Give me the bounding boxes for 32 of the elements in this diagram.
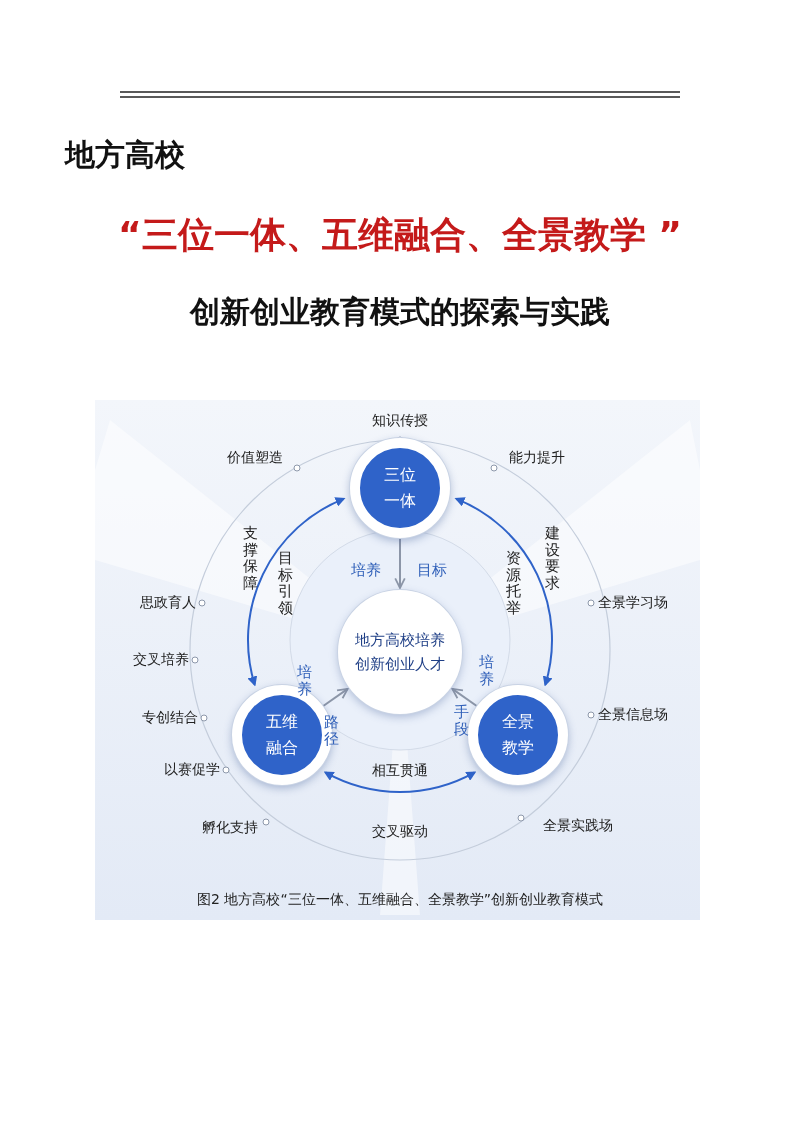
arrow-label: 目标 [417,560,447,580]
arc-label: 支撑保障 [242,525,258,591]
heading-text: 地方高校 [65,135,185,174]
arrow [451,687,479,708]
heading-text: 创新创业教育模式的探索与实践 [190,292,610,331]
ring-label: 孵化支持 [202,819,258,837]
arrow [321,687,349,708]
ring-label: 全景学习场 [598,594,668,612]
ring-label: 价值塑造 [227,449,283,467]
arrow-label: 培养 [351,560,381,580]
arrow [394,537,406,589]
ring-label: 以赛促学 [164,761,220,779]
ring-label: 相互贯通 [372,762,428,780]
arrow-label: 培养 [296,663,312,697]
ring-label: 知识传授 [372,412,428,430]
ring-label: 能力提升 [509,449,565,467]
arc-label: 建设要求 [544,525,560,591]
arrow [323,771,477,793]
ring-label: 思政育人 [140,594,196,612]
ring-label: 专创结合 [142,709,198,727]
arrow-label: 培养 [478,653,494,687]
arrow-label: 路径 [323,713,339,747]
arrow [247,497,346,687]
ring-label: 全景实践场 [543,817,613,835]
arrow [454,497,553,687]
figure-caption: 图2 地方高校“三位一体、五维融合、全景教学”创新创业教育模式 [197,891,603,909]
arc-label: 资源托举 [505,550,521,616]
arc-label: 目标引领 [277,550,293,616]
ring-label: 交叉驱动 [372,823,428,841]
ring-label: 交叉培养 [133,651,189,669]
ring-label: 全景信息场 [598,706,668,724]
subtitle-text: “三位一体、五维融合、全景教学 ” [118,212,682,257]
